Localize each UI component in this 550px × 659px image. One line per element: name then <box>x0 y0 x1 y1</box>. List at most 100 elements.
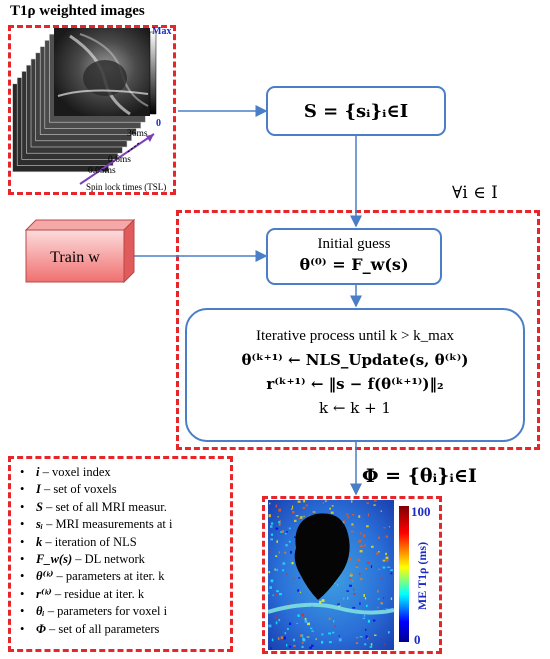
map-speckle-dot <box>390 569 393 571</box>
map-speckle-dot <box>351 500 353 503</box>
map-speckle-dot <box>315 638 317 640</box>
map-speckle-dot <box>366 502 369 505</box>
map-speckle-dot <box>348 557 352 561</box>
legend-description: – parameters at iter. k <box>53 569 165 584</box>
map-speckle-dot <box>363 594 365 597</box>
tsl-dashed-guide <box>127 141 141 153</box>
map-speckle-dot <box>275 621 278 625</box>
map-speckle-dot <box>276 590 279 593</box>
map-speckle-dot <box>275 527 279 530</box>
map-speckle-dot <box>367 562 370 564</box>
map-speckle-dot <box>387 631 390 634</box>
map-speckle-dot <box>365 567 367 570</box>
map-speckle-dot <box>353 593 356 595</box>
map-speckle-dot <box>291 508 293 510</box>
map-speckle-dot <box>382 559 386 562</box>
map-speckle-dot <box>346 513 349 516</box>
map-speckle-dot <box>292 511 295 514</box>
map-speckle-dot <box>341 521 345 524</box>
map-speckle-dot <box>303 500 306 503</box>
map-speckle-dot <box>350 530 354 533</box>
map-speckle-dot <box>284 632 287 635</box>
map-speckle-dot <box>363 615 366 617</box>
map-speckle-dot <box>321 640 324 644</box>
map-speckle-dot <box>283 636 286 640</box>
map-speckle-dot <box>288 540 291 543</box>
map-speckle-dot <box>378 536 380 539</box>
map-speckle-dot <box>378 551 380 553</box>
map-speckle-dot <box>380 510 382 512</box>
input-images-frame <box>8 25 176 195</box>
map-speckle-dot <box>343 520 345 523</box>
map-speckle-dot <box>302 638 306 642</box>
map-speckle-dot <box>268 592 270 595</box>
map-speckle-dot <box>292 578 295 580</box>
map-speckle-dot <box>377 589 379 593</box>
measurement-set-equation: S = {sᵢ}ᵢ∈I <box>303 101 409 122</box>
map-speckle-dot <box>298 518 301 520</box>
map-speckle-dot <box>281 530 284 533</box>
legend-item: θᵢ – parameters for voxel i <box>18 603 228 621</box>
map-speckle-dot <box>355 566 359 568</box>
map-speckle-dot <box>295 515 299 517</box>
map-speckle-dot <box>359 636 363 638</box>
map-speckle-dot <box>364 597 367 600</box>
map-speckle-dot <box>285 531 288 533</box>
map-speckle-dot <box>291 562 294 565</box>
map-speckle-dot <box>367 637 369 640</box>
map-speckle-dot <box>289 645 291 648</box>
map-speckle-dot <box>362 617 366 619</box>
map-speckle-dot <box>353 526 355 528</box>
map-speckle-dot <box>275 504 277 508</box>
map-speckle-dot <box>301 642 304 644</box>
map-speckle-dot <box>351 580 354 582</box>
map-speckle-dot <box>290 550 292 554</box>
map-speckle-dot <box>370 643 373 646</box>
map-speckle-dot <box>285 544 288 547</box>
map-speckle-dot <box>296 622 298 624</box>
map-speckle-dot <box>368 513 369 517</box>
map-speckle-dot <box>270 525 273 528</box>
legend-description: – DL network <box>72 552 145 567</box>
train-label: Train w <box>50 249 100 266</box>
legend-symbol: θᵢ <box>36 604 45 619</box>
map-speckle-dot <box>297 500 301 503</box>
map-speckle-dot <box>366 525 369 528</box>
legend-description: – parameters for voxel i <box>44 604 168 619</box>
map-speckle-dot <box>376 552 379 555</box>
map-speckle-dot <box>385 556 389 560</box>
map-speckle-dot <box>300 634 302 637</box>
legend-description: – residue at iter. k <box>51 586 145 601</box>
map-speckle-dot <box>350 574 353 576</box>
map-speckle-dot <box>380 578 383 580</box>
legend-item: F_w(s) – DL network <box>18 551 228 569</box>
front-mri-slice <box>54 28 150 116</box>
train-network-block: Train w <box>24 218 136 284</box>
map-speckle-dot <box>387 566 391 568</box>
initial-guess-box: Initial guess θ⁽⁰⁾ = F_w(s) <box>266 228 442 285</box>
colorbar-zero-label: 0 <box>156 118 161 129</box>
tsl-value-2: 0.6ms <box>108 155 131 165</box>
map-speckle-dot <box>328 617 331 620</box>
map-speckle-dot <box>272 594 274 596</box>
map-speckle-dot <box>337 583 339 586</box>
voxel-loop-frame <box>176 210 540 450</box>
map-speckle-dot <box>277 637 280 640</box>
iterative-condition: Iterative process until k > k_max <box>256 328 454 344</box>
map-speckle-dot <box>355 642 359 644</box>
map-speckle-dot <box>332 631 335 634</box>
map-speckle-dot <box>337 604 341 608</box>
map-speckle-dot <box>382 566 386 569</box>
legend-item: i – voxel index <box>18 464 228 482</box>
map-speckle-dot <box>309 646 312 649</box>
initial-guess-equation: θ⁽⁰⁾ = F_w(s) <box>299 255 409 274</box>
nls-update-equation: θ⁽ᵏ⁺¹⁾ ← NLS_Update(s, θ⁽ᵏ⁾) <box>241 351 469 369</box>
t1rho-parameter-map: 100 0 ME T1ρ (ms) <box>268 500 431 650</box>
map-colorbar-max: 100 <box>411 504 431 519</box>
map-speckle-dot <box>390 572 393 575</box>
map-speckle-dot <box>304 618 307 620</box>
map-speckle-dot <box>373 504 376 506</box>
map-speckle-dot <box>349 584 352 587</box>
legend-item: sᵢ – MRI measurements at i <box>18 516 228 534</box>
